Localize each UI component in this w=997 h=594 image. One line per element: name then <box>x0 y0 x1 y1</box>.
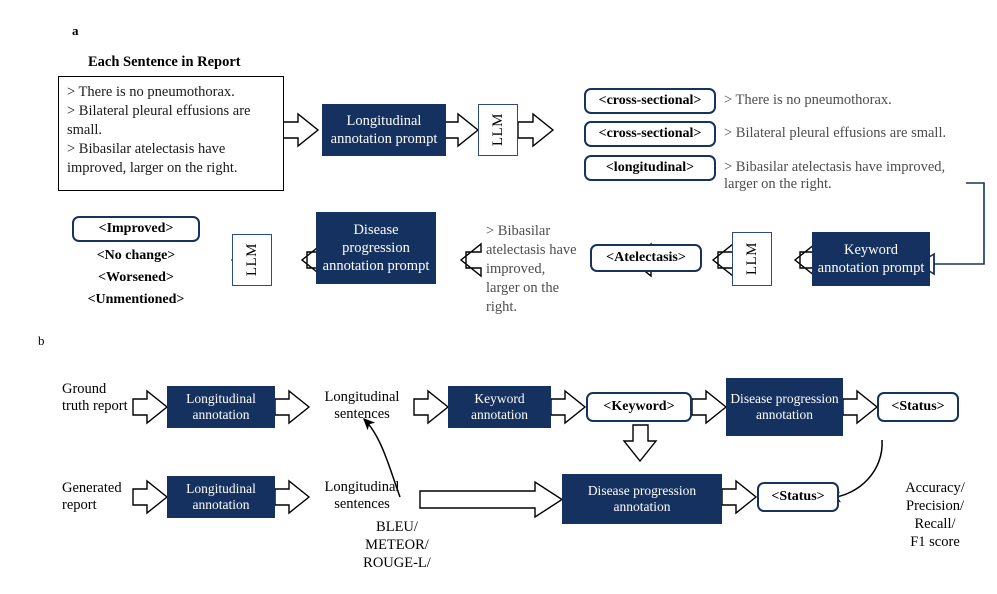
sentence-tag-1: <cross-sectional> <box>584 88 716 114</box>
llm-box-disease: LLM <box>232 234 272 286</box>
arrow-sentences-to-disease-annotation-bottom <box>419 480 564 519</box>
status-option-unmentioned: <Unmentioned> <box>87 292 185 307</box>
arrow-longitudinal-annotation-to-sentences-top <box>274 389 311 425</box>
arrow-generated-report-to-longitudinal-annotation <box>132 479 169 515</box>
report-sentence-2: > Bilateral pleural effusions are small. <box>67 103 251 138</box>
arrow-disease-annotation-to-status-top <box>842 389 879 425</box>
keyword-tag-atelectasis: <Atelectasis> <box>590 244 702 272</box>
tagged-sentence-3: > Bibasilar atelectasis have improved, l… <box>724 159 946 192</box>
status-option-no-change: <No change> <box>96 248 176 263</box>
panel-b-letter: b <box>38 333 45 348</box>
disease-annotation-box-bottom: Disease progression annotation <box>562 474 722 524</box>
arrow-llm-to-keyword-tag <box>711 242 734 278</box>
clf-metric-f1: F1 score <box>910 534 960 550</box>
arrow-sentences-to-keyword-annotation <box>413 389 450 425</box>
report-sentences-box: > There is no pneumothorax. > Bilateral … <box>58 76 284 191</box>
longitudinal-annotation-prompt-box: Longitudinal annotation prompt <box>322 104 446 156</box>
clf-metric-accuracy: Accuracy/ <box>905 480 965 496</box>
disease-progression-annotation-prompt-box: Disease progression annotation prompt <box>316 212 436 284</box>
arrow-sentence-to-disease-prompt <box>459 242 482 278</box>
generated-report-label: Generated report <box>62 480 122 513</box>
arrow-keyword-annotation-to-keyword-tag <box>550 389 587 425</box>
llm-label-2: LLM <box>243 243 260 277</box>
status-box-bottom: <Status> <box>757 482 839 512</box>
longitudinal-sentences-label-bottom: Longitudinal sentences <box>324 479 400 512</box>
keyword-annotation-box: Keyword annotation <box>448 386 551 428</box>
clf-metric-precision: Precision/ <box>906 498 964 514</box>
llm-label: LLM <box>489 113 506 147</box>
longitudinal-annotation-box-bottom: Longitudinal annotation <box>167 476 275 518</box>
clf-metric-recall: Recall/ <box>914 516 956 532</box>
tagged-sentence-1: > There is no pneumothorax. <box>724 92 892 108</box>
report-heading: Each Sentence in Report <box>88 54 241 70</box>
arrow-disease-annotation-to-status-bottom <box>721 479 758 515</box>
nlg-metric-meteor: METEOR/ <box>365 537 429 553</box>
ground-truth-report-label: Ground truth report <box>62 381 128 414</box>
llm-label-3: LLM <box>743 242 760 276</box>
nlg-metric-rouge: ROUGE-L/ <box>363 555 431 571</box>
arrow-keyword-tag-to-disease-annotation-top <box>691 389 728 425</box>
keyword-tag-box: <Keyword> <box>586 392 692 422</box>
status-option-worsened: <Worsened> <box>98 270 174 285</box>
report-sentence-3: > Bibasilar atelectasis have improved, l… <box>67 141 238 176</box>
longitudinal-sentences-label-top: Longitudinal sentences <box>324 389 400 422</box>
llm-box-longitudinal: LLM <box>478 104 518 156</box>
arrow-keyword-tag-down-to-disease-annotation <box>622 424 658 463</box>
keyword-annotation-prompt-box: Keyword annotation prompt <box>812 232 930 286</box>
arrow-llm-to-tags <box>517 112 555 148</box>
llm-box-keyword: LLM <box>732 232 772 286</box>
nlg-metric-bleu: BLEU/ <box>376 519 418 535</box>
selected-longitudinal-sentence: > Bibasilar atelectasis have improved, l… <box>486 223 577 315</box>
sentence-tag-2: <cross-sectional> <box>584 121 716 147</box>
nlg-metrics-label: BLEU/ METEOR/ ROUGE-L/ <box>342 518 452 572</box>
arrow-gt-report-to-longitudinal-annotation <box>132 389 169 425</box>
panel-a-letter: a <box>72 23 79 38</box>
status-box-top: <Status> <box>877 392 959 422</box>
classification-metrics-label: Accuracy/ Precision/ Recall/ F1 score <box>890 479 980 551</box>
status-option-improved: <Improved> <box>72 216 200 242</box>
arrow-longitudinal-prompt-to-llm <box>444 112 480 148</box>
longitudinal-annotation-box-top: Longitudinal annotation <box>167 386 275 428</box>
tagged-sentence-2: > Bilateral pleural effusions are small. <box>724 125 947 141</box>
report-sentence-1: > There is no pneumothorax. <box>67 84 235 100</box>
disease-annotation-box-top: Disease progression annotation <box>726 378 843 436</box>
arrow-report-to-longitudinal-prompt <box>282 112 320 148</box>
sentence-tag-3: <longitudinal> <box>584 155 716 181</box>
arrow-longitudinal-annotation-to-sentences-bottom <box>274 479 311 515</box>
